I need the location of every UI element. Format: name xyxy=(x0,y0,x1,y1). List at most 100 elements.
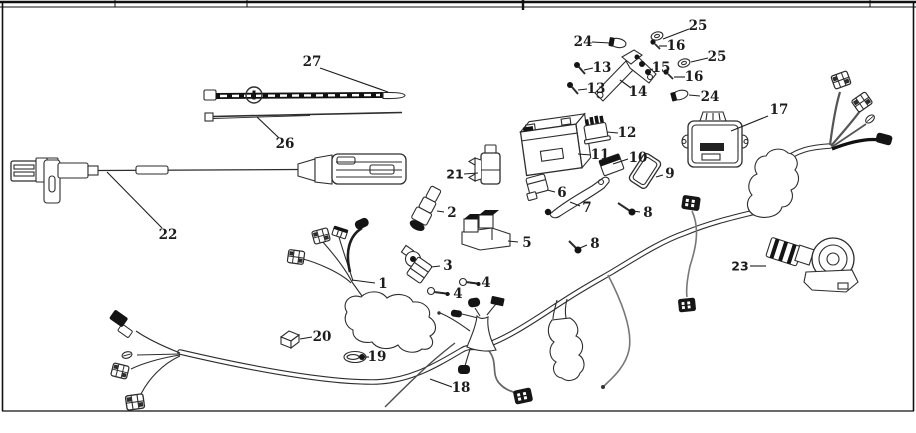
leader-line xyxy=(577,88,588,91)
leader-line xyxy=(577,153,592,156)
part-label-16: 16 xyxy=(667,38,686,54)
part-25-grommet xyxy=(677,58,691,68)
leader-line xyxy=(591,41,611,44)
multi-pin-connector xyxy=(286,248,306,266)
leader-line xyxy=(655,174,664,178)
part-label-7: 7 xyxy=(582,200,591,216)
part-9-cover xyxy=(628,153,662,189)
leader-line xyxy=(430,265,441,268)
harness-top-branch xyxy=(286,217,369,297)
part-label-13: 13 xyxy=(587,81,606,97)
harness-junction-wires xyxy=(437,296,534,405)
part-20-block xyxy=(279,330,301,350)
leader-line xyxy=(646,68,654,72)
multi-pin-connector xyxy=(110,362,130,380)
black-cap-connector xyxy=(109,310,133,338)
part-label-16: 16 xyxy=(685,69,704,85)
leader-line xyxy=(583,67,594,71)
part-26-tie-strap xyxy=(204,111,403,122)
part-label-5: 5 xyxy=(522,235,531,251)
tape-wrap-blob xyxy=(747,148,800,218)
flat-connector xyxy=(331,225,349,240)
leader-line xyxy=(507,240,519,243)
part-label-18: 18 xyxy=(452,380,471,396)
harness-drop-wire xyxy=(601,274,631,389)
black-cap-connector xyxy=(354,217,369,230)
part-label-19: 19 xyxy=(368,349,387,365)
bullet-connector xyxy=(863,112,877,126)
part-13-bolt xyxy=(574,62,586,75)
leader-line xyxy=(619,79,632,89)
leader-line xyxy=(436,210,445,213)
multi-pin-connector xyxy=(830,70,852,90)
part-27-cable-tie xyxy=(203,86,406,104)
part-label-13: 13 xyxy=(593,60,612,76)
part-13-bolt xyxy=(567,82,579,95)
harness-right-drop-connectors xyxy=(677,194,701,313)
leader-line xyxy=(429,378,453,388)
multi-pin-connector xyxy=(124,393,146,411)
part-label-8: 8 xyxy=(643,205,652,221)
part-23-ignition-coil xyxy=(765,237,859,293)
part-3-sensor xyxy=(400,244,433,284)
part-7-bracket xyxy=(544,176,610,219)
part-6-relay xyxy=(525,173,549,202)
multi-pin-connector xyxy=(310,227,332,245)
leader-line xyxy=(662,28,690,40)
tape-wrap-blob xyxy=(344,291,437,353)
leader-line xyxy=(569,201,581,207)
part-label-11: 11 xyxy=(591,147,610,163)
leader-line xyxy=(690,57,709,63)
part-label-27: 27 xyxy=(303,54,322,70)
leader-line xyxy=(612,158,629,165)
part-21-sensor xyxy=(467,144,501,185)
leader-line xyxy=(256,116,280,139)
leader-line xyxy=(730,115,769,132)
leader-line xyxy=(463,172,479,175)
part-label-24: 24 xyxy=(701,89,720,105)
part-label-10: 10 xyxy=(629,150,648,166)
harness-top-right-branch xyxy=(828,70,893,151)
part-4-screw xyxy=(426,286,450,296)
black-cap-connector xyxy=(875,132,893,146)
part-label-15: 15 xyxy=(652,60,671,76)
black-flat-connector xyxy=(490,296,505,307)
part-label-24: 24 xyxy=(574,34,593,50)
part-14-bracket xyxy=(594,49,657,102)
part-label-17: 17 xyxy=(770,102,789,118)
part-25-grommet xyxy=(650,31,664,41)
black-cap-connector xyxy=(468,297,481,308)
harness-left-branch xyxy=(109,310,181,411)
part-4-screw xyxy=(458,277,481,287)
part-label-14: 14 xyxy=(629,84,648,100)
page-frame xyxy=(0,0,916,412)
part-label-21: 21 xyxy=(446,167,463,182)
part-label-9: 9 xyxy=(665,166,674,182)
part-10-relay xyxy=(598,153,625,177)
part-label-12: 12 xyxy=(618,125,637,141)
part-8-bolt xyxy=(568,240,582,254)
part-label-26: 26 xyxy=(276,136,295,152)
part-18-cable xyxy=(384,342,456,408)
part-label-8: 8 xyxy=(590,236,599,252)
part-label-6: 6 xyxy=(557,185,566,201)
part-label-25: 25 xyxy=(689,18,708,34)
part-22-sensor-cable xyxy=(10,153,407,204)
leader-line xyxy=(351,279,376,284)
leader-line xyxy=(606,131,619,134)
part-label-4: 4 xyxy=(453,286,462,302)
part-12-starter-relay xyxy=(583,115,611,145)
part-label-20: 20 xyxy=(313,329,332,345)
black-bullet-connector xyxy=(450,309,462,318)
part-8-bolt xyxy=(617,202,636,216)
leader-line xyxy=(299,336,313,340)
part-2-cap xyxy=(409,185,442,232)
leader-line xyxy=(688,94,701,97)
part-24-cap xyxy=(670,89,689,102)
leader-line xyxy=(632,210,641,213)
part-label-2: 2 xyxy=(447,205,456,221)
part-label-22: 22 xyxy=(159,227,178,243)
